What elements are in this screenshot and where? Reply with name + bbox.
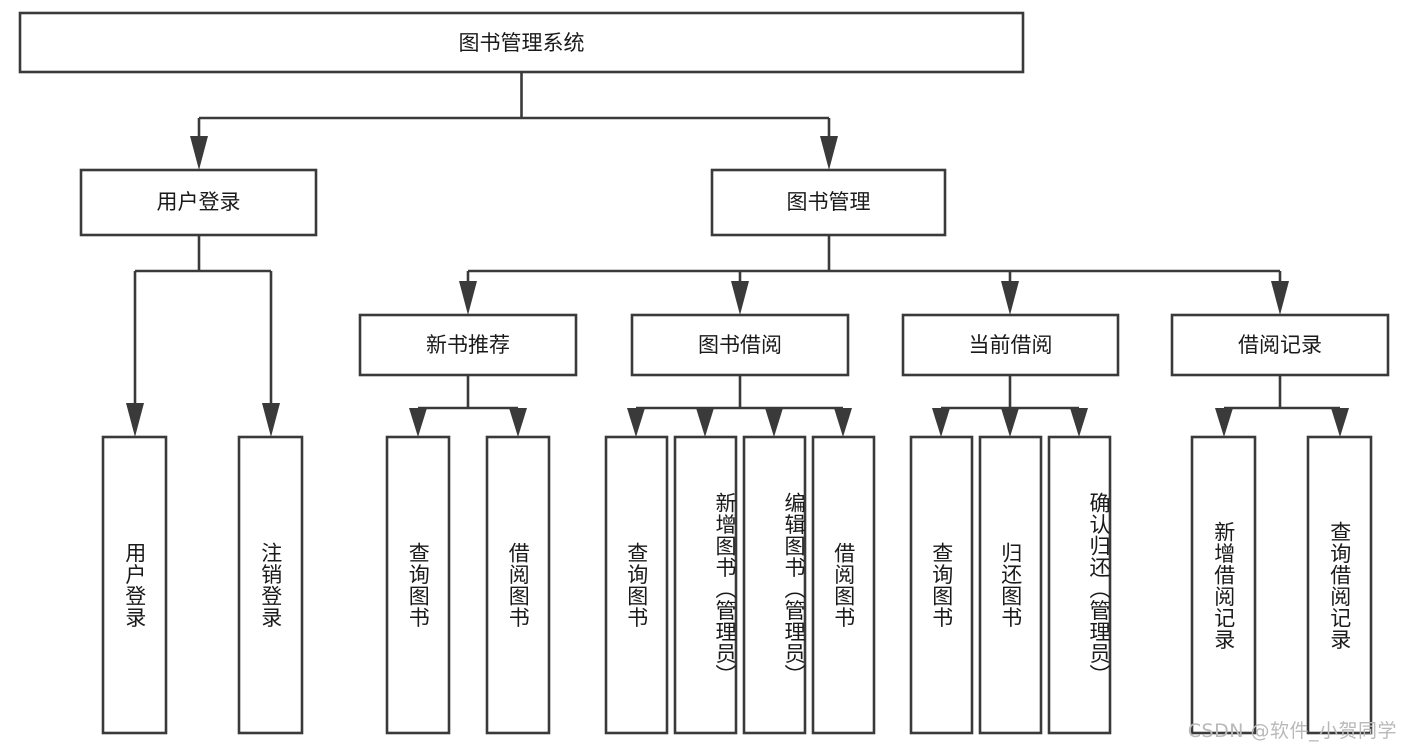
arrow-leaf-new-book-1	[409, 408, 427, 437]
node-leaf-book-borrow-3-box[interactable]	[742, 435, 807, 735]
node-leaf-user-login-1-box[interactable]	[101, 435, 168, 735]
node-leaf-borrow-record-2-box[interactable]	[1306, 435, 1373, 735]
connector-layer	[126, 72, 1349, 437]
node-leaf-current-borrow-1-box[interactable]	[909, 435, 974, 735]
node-leaf-user-login-2-box[interactable]	[237, 435, 304, 735]
node-root-label: 图书管理系统	[459, 31, 585, 55]
node-leaf-book-borrow-2-box[interactable]	[673, 435, 738, 735]
arrow-borrow-record	[1271, 281, 1289, 315]
node-user-login-box[interactable]	[79, 168, 318, 237]
arrow-new-book	[459, 281, 477, 315]
node-new-book-label: 新书推荐	[426, 333, 510, 357]
node-book-manage-box[interactable]	[710, 168, 947, 237]
node-borrow-record-label: 借阅记录	[1238, 333, 1322, 357]
arrow-leaf-book-borrow-3	[765, 408, 783, 437]
node-book-borrow-label: 图书借阅	[698, 333, 782, 357]
arrow-leaf-user-login-1	[126, 403, 144, 437]
node-leaf-new-book-2-box[interactable]	[485, 435, 551, 735]
arrow-leaf-borrow-record-1	[1215, 408, 1233, 437]
node-current-borrow-box[interactable]	[901, 313, 1120, 377]
csdn-watermark: CSDN @软件_小贺同学	[1187, 720, 1397, 742]
arrow-book-borrow	[731, 281, 749, 315]
arrow-leaf-book-borrow-2	[696, 408, 714, 437]
node-root-box[interactable]	[18, 11, 1025, 74]
node-current-borrow-label: 当前借阅	[969, 333, 1053, 357]
node-leaf-book-borrow-4-box[interactable]	[811, 435, 876, 735]
node-leaf-borrow-record-1-box[interactable]	[1190, 435, 1257, 735]
node-book-manage-label: 图书管理	[787, 190, 871, 214]
node-leaf-current-borrow-2-box[interactable]	[978, 435, 1043, 735]
node-book-borrow-box[interactable]	[630, 313, 850, 377]
arrow-user-login	[190, 136, 208, 170]
arrow-book-manage	[820, 136, 838, 170]
node-leaf-new-book-1-box[interactable]	[385, 435, 451, 735]
arrow-leaf-book-borrow-4	[834, 408, 852, 437]
arrow-leaf-book-borrow-1	[627, 408, 645, 437]
arrow-leaf-current-borrow-3	[1070, 408, 1088, 437]
arrow-current-borrow	[1001, 281, 1019, 315]
arrow-leaf-current-borrow-1	[932, 408, 950, 437]
arrow-leaf-new-book-2	[509, 408, 527, 437]
arrow-leaf-user-login-2	[262, 403, 280, 437]
node-user-login-label: 用户登录	[157, 190, 241, 214]
node-leaf-book-borrow-1-box[interactable]	[604, 435, 669, 735]
node-new-book-box[interactable]	[358, 313, 578, 377]
arrow-leaf-borrow-record-2	[1331, 408, 1349, 437]
node-layer: 图书管理系统 用户登录 图书管理 新书推荐 图书借阅 当前借阅 借阅记录	[18, 11, 1390, 735]
arrow-leaf-current-borrow-2	[1001, 408, 1019, 437]
node-leaf-current-borrow-3-box[interactable]	[1047, 435, 1112, 735]
node-borrow-record-box[interactable]	[1170, 313, 1390, 377]
